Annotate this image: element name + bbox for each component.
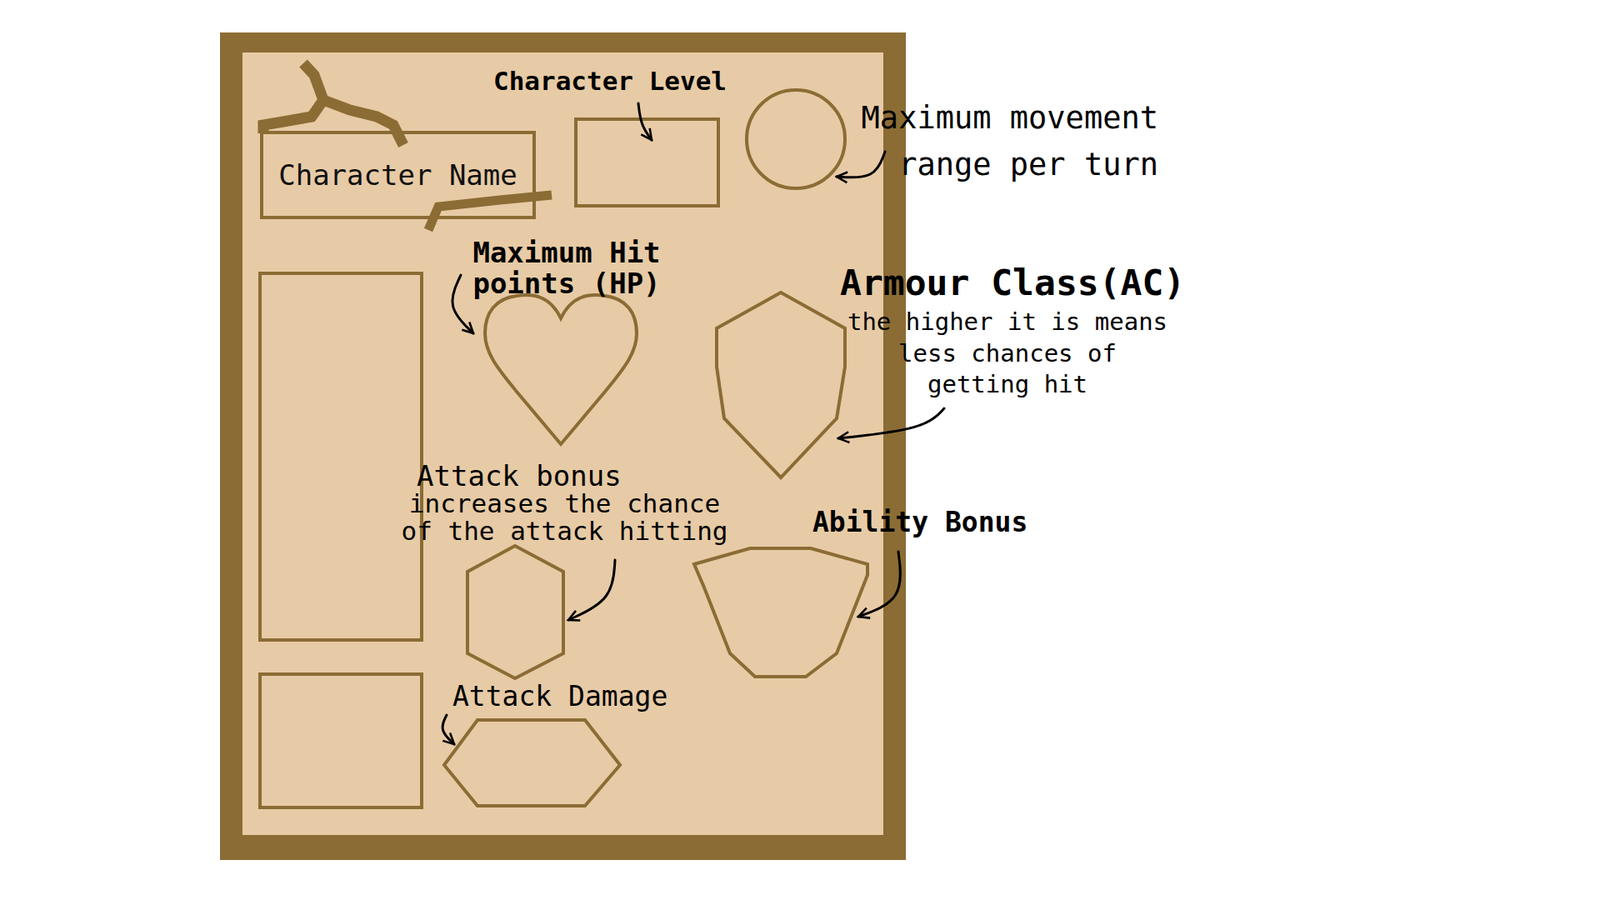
leader-group — [442, 103, 945, 745]
name-box: Character Name — [260, 130, 536, 220]
annotation-label: Maximum movement range per turn — [833, 95, 1159, 188]
portrait-box — [260, 273, 422, 640]
damage-hexagon — [444, 720, 620, 806]
armour-shield — [716, 292, 845, 478]
annotation-label: increases the chance of the attack hitti… — [391, 490, 738, 545]
leader-arrow — [858, 551, 900, 617]
scroll-ornament — [263, 63, 324, 134]
item-box — [260, 674, 422, 808]
attack-bonus-hexagon — [467, 545, 564, 679]
card-border — [220, 32, 906, 860]
leader-arrow — [638, 103, 652, 140]
leader-arrow — [452, 275, 474, 334]
leader-arrow — [442, 715, 455, 745]
annotation-label: Ability Bonus — [812, 505, 1055, 540]
annotation-label: Maximum Hit points (HP) — [458, 237, 675, 300]
movement-circle — [746, 90, 845, 189]
card-face — [242, 52, 884, 835]
annotation-label: Attack Damage — [452, 680, 695, 714]
node-title: Character Name — [278, 158, 518, 192]
annotation-label: the higher it is means less chances of g… — [843, 306, 1172, 401]
annotation-label: Attack bonus — [416, 459, 634, 494]
annotation-label: Armour Class(AC) — [840, 261, 1224, 305]
hp-heart — [485, 295, 637, 445]
annotation-label: Character Level — [476, 65, 744, 97]
scroll-ornament — [323, 100, 404, 145]
leader-arrow — [568, 560, 615, 620]
leader-arrow — [838, 408, 945, 439]
leader-arrow — [836, 151, 885, 178]
ability-cup — [694, 548, 868, 677]
